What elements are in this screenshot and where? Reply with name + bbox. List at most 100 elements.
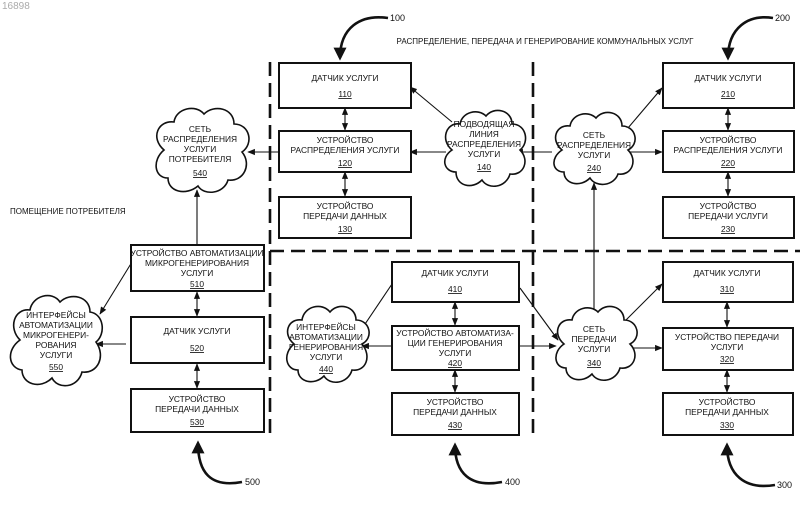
box-130: УСТРОЙСТВО ПЕРЕДАЧИ ДАННЫХ 130	[279, 197, 411, 238]
box-520: ДАТЧИК УСЛУГИ 520	[131, 317, 264, 363]
svg-text:430: 430	[448, 420, 462, 430]
svg-text:420: 420	[448, 358, 462, 368]
svg-text:УСЛУГИ: УСЛУГИ	[184, 144, 216, 154]
svg-text:ПЕРЕДАЧИ ДАННЫХ: ПЕРЕДАЧИ ДАННЫХ	[303, 211, 387, 221]
box-210: ДАТЧИК УСЛУГИ 210	[663, 63, 794, 108]
svg-text:ПЕРЕДАЧИ: ПЕРЕДАЧИ	[572, 334, 617, 344]
watermark-text: 16898	[2, 1, 30, 12]
svg-text:ДАТЧИК УСЛУГИ: ДАТЧИК УСЛУГИ	[164, 326, 231, 336]
svg-text:ИНТЕРФЕЙСЫ: ИНТЕРФЕЙСЫ	[26, 309, 86, 320]
svg-text:УСТРОЙСТВО: УСТРОЙСТВО	[427, 396, 484, 407]
svg-text:РОВАНИЯ: РОВАНИЯ	[36, 340, 77, 350]
svg-text:ДАТЧИК УСЛУГИ: ДАТЧИК УСЛУГИ	[422, 268, 489, 278]
svg-text:АВТОМАТИЗАЦИИ: АВТОМАТИЗАЦИИ	[19, 320, 93, 330]
cloud-140: ПОДВОДЯЩАЯ ЛИНИЯ РАСПРЕДЕЛЕНИЯ УСЛУГИ 14…	[445, 110, 526, 186]
svg-text:110: 110	[338, 89, 352, 99]
svg-text:400: 400	[505, 477, 520, 487]
svg-text:ПЕРЕДАЧИ УСЛУГИ: ПЕРЕДАЧИ УСЛУГИ	[688, 211, 768, 221]
region-boundaries	[270, 62, 800, 440]
svg-text:ЛИНИЯ: ЛИНИЯ	[469, 129, 499, 139]
svg-text:ПОДВОДЯЩАЯ: ПОДВОДЯЩАЯ	[454, 119, 515, 129]
svg-text:УСТРОЙСТВО: УСТРОЙСТВО	[169, 393, 226, 404]
cloud-340: СЕТЬ ПЕРЕДАЧИ УСЛУГИ 340	[556, 306, 637, 380]
svg-text:ИНТЕРФЕЙСЫ: ИНТЕРФЕЙСЫ	[296, 321, 356, 332]
svg-text:410: 410	[448, 284, 462, 294]
svg-text:РАСПРЕДЕЛЕНИЯ УСЛУГИ: РАСПРЕДЕЛЕНИЯ УСЛУГИ	[291, 145, 400, 155]
svg-text:РАСПРЕДЕЛЕНИЯ УСЛУГИ: РАСПРЕДЕЛЕНИЯ УСЛУГИ	[674, 145, 783, 155]
svg-text:УСЛУГИ: УСЛУГИ	[468, 149, 500, 159]
box-330: УСТРОЙСТВО ПЕРЕДАЧИ ДАННЫХ 330	[663, 393, 793, 435]
svg-text:ПОТРЕБИТЕЛЯ: ПОТРЕБИТЕЛЯ	[169, 154, 232, 164]
svg-text:УСЛУГИ: УСЛУГИ	[40, 350, 72, 360]
svg-text:ЦИИ ГЕНЕРИРОВАНИЯ: ЦИИ ГЕНЕРИРОВАНИЯ	[408, 338, 503, 348]
svg-text:ГЕНЕРИРОВАНИЯ: ГЕНЕРИРОВАНИЯ	[289, 342, 363, 352]
svg-text:ПЕРЕДАЧИ ДАННЫХ: ПЕРЕДАЧИ ДАННЫХ	[155, 404, 239, 414]
reference-arrow-300: 300	[727, 445, 792, 490]
svg-text:МИКРОГЕНЕРИРОВАНИЯ: МИКРОГЕНЕРИРОВАНИЯ	[145, 258, 249, 268]
svg-text:УСТРОЙСТВО: УСТРОЙСТВО	[700, 200, 757, 211]
box-120: УСТРОЙСТВО РАСПРЕДЕЛЕНИЯ УСЛУГИ 120	[279, 131, 411, 172]
svg-text:510: 510	[190, 279, 204, 289]
cloud-440: ИНТЕРФЕЙСЫ АВТОМАТИЗАЦИИ ГЕНЕРИРОВАНИЯ У…	[287, 306, 369, 382]
cloud-240: СЕТЬ РАСПРЕДЕЛЕНИЯ УСЛУГИ 240	[554, 112, 635, 184]
svg-text:УСЛУГИ: УСЛУГИ	[711, 342, 743, 352]
header-title: РАСПРЕДЕЛЕНИЕ, ПЕРЕДАЧА И ГЕНЕРИРОВАНИЕ …	[397, 37, 695, 46]
svg-text:ДАТЧИК УСЛУГИ: ДАТЧИК УСЛУГИ	[695, 73, 762, 83]
svg-text:ПЕРЕДАЧИ ДАННЫХ: ПЕРЕДАЧИ ДАННЫХ	[413, 407, 497, 417]
svg-text:320: 320	[720, 354, 734, 364]
box-430: УСТРОЙСТВО ПЕРЕДАЧИ ДАННЫХ 430	[392, 393, 519, 435]
svg-text:СЕТЬ: СЕТЬ	[583, 130, 606, 140]
reference-arrow-500: 500	[198, 443, 260, 487]
svg-text:УСТРОЙСТВО: УСТРОЙСТВО	[317, 134, 374, 145]
svg-text:ДАТЧИК УСЛУГИ: ДАТЧИК УСЛУГИ	[312, 73, 379, 83]
svg-text:120: 120	[338, 158, 352, 168]
svg-text:МИКРОГЕНЕРИ-: МИКРОГЕНЕРИ-	[23, 330, 89, 340]
svg-text:ДАТЧИК УСЛУГИ: ДАТЧИК УСЛУГИ	[694, 268, 761, 278]
svg-text:УСТРОЙСТВО ПЕРЕДАЧИ: УСТРОЙСТВО ПЕРЕДАЧИ	[675, 331, 779, 342]
svg-text:РАСПРЕДЕЛЕНИЯ: РАСПРЕДЕЛЕНИЯ	[557, 140, 631, 150]
consumer-premises-label: ПОМЕЩЕНИЕ ПОТРЕБИТЕЛЯ	[10, 207, 126, 216]
cloud-550: ИНТЕРФЕЙСЫ АВТОМАТИЗАЦИИ МИКРОГЕНЕРИ- РО…	[10, 296, 102, 386]
svg-text:550: 550	[49, 362, 63, 372]
box-310: ДАТЧИК УСЛУГИ 310	[663, 262, 793, 302]
svg-text:УСЛУГИ: УСЛУГИ	[310, 352, 342, 362]
svg-text:СЕТЬ: СЕТЬ	[583, 324, 606, 334]
svg-text:СЕТЬ: СЕТЬ	[189, 124, 212, 134]
svg-text:100: 100	[390, 13, 405, 23]
svg-text:ПЕРЕДАЧИ ДАННЫХ: ПЕРЕДАЧИ ДАННЫХ	[685, 407, 769, 417]
svg-text:УСТРОЙСТВО: УСТРОЙСТВО	[317, 200, 374, 211]
box-230: УСТРОЙСТВО ПЕРЕДАЧИ УСЛУГИ 230	[663, 197, 794, 238]
svg-text:УСЛУГИ: УСЛУГИ	[578, 150, 610, 160]
svg-text:500: 500	[245, 477, 260, 487]
box-510: УСТРОЙСТВО АВТОМАТИЗАЦИИ МИКРОГЕНЕРИРОВА…	[131, 245, 264, 291]
box-410: ДАТЧИК УСЛУГИ 410	[392, 262, 519, 302]
reference-arrow-200: 200	[728, 13, 790, 58]
svg-text:210: 210	[721, 89, 735, 99]
svg-text:140: 140	[477, 162, 491, 172]
box-420: УСТРОЙСТВО АВТОМАТИЗА- ЦИИ ГЕНЕРИРОВАНИЯ…	[392, 326, 519, 370]
cloud-540: СЕТЬ РАСПРЕДЕЛЕНИЯ УСЛУГИ ПОТРЕБИТЕЛЯ 54…	[156, 108, 249, 192]
svg-text:540: 540	[193, 168, 207, 178]
svg-text:АВТОМАТИЗАЦИИ: АВТОМАТИЗАЦИИ	[289, 332, 363, 342]
box-320: УСТРОЙСТВО ПЕРЕДАЧИ УСЛУГИ 320	[663, 328, 793, 370]
svg-text:530: 530	[190, 417, 204, 427]
reference-arrow-100: 100	[340, 13, 405, 58]
box-110: ДАТЧИК УСЛУГИ 110	[279, 63, 411, 108]
box-530: УСТРОЙСТВО ПЕРЕДАЧИ ДАННЫХ 530	[131, 389, 264, 432]
svg-text:300: 300	[777, 480, 792, 490]
svg-text:УСТРОЙСТВО АВТОМАТИЗАЦИИ: УСТРОЙСТВО АВТОМАТИЗАЦИИ	[131, 247, 264, 258]
svg-text:230: 230	[721, 224, 735, 234]
svg-text:УСЛУГИ: УСЛУГИ	[578, 344, 610, 354]
svg-text:200: 200	[775, 13, 790, 23]
svg-text:340: 340	[587, 358, 601, 368]
svg-text:330: 330	[720, 420, 734, 430]
svg-text:УСЛУГИ: УСЛУГИ	[439, 348, 471, 358]
reference-arrow-400: 400	[455, 445, 520, 487]
svg-text:220: 220	[721, 158, 735, 168]
svg-text:УСТРОЙСТВО: УСТРОЙСТВО	[700, 134, 757, 145]
svg-text:УСТРОЙСТВО: УСТРОЙСТВО	[699, 396, 756, 407]
box-220: УСТРОЙСТВО РАСПРЕДЕЛЕНИЯ УСЛУГИ 220	[663, 131, 794, 172]
svg-text:УСЛУГИ: УСЛУГИ	[181, 268, 213, 278]
svg-text:310: 310	[720, 284, 734, 294]
